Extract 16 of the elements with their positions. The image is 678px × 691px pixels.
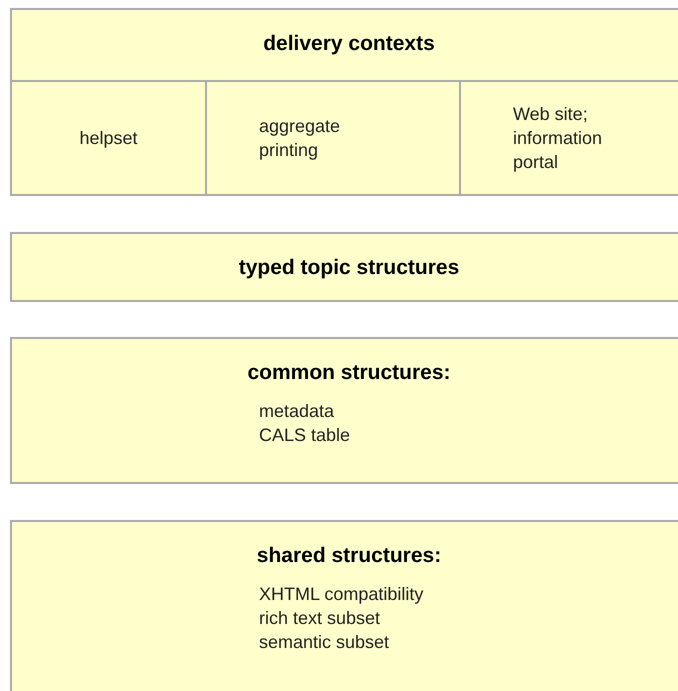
layer-panel [10,520,678,691]
layer-heading: delivery contexts [263,32,435,56]
layer-panel [10,8,678,196]
list-item: semantic subset [259,631,390,654]
list-item: metadata [259,400,334,423]
layer-panel [10,232,678,302]
layer-panel [10,337,678,484]
context-panel: aggregate printing [205,80,459,194]
layer-heading: shared structures: [256,544,442,568]
context-panel: Web site; information portal [459,80,678,194]
layer-heading: typed topic structures [238,256,460,280]
context-panel: helpset [12,80,205,194]
list-item: rich text subset [259,607,380,630]
list-item: CALS table [259,424,350,447]
layer-heading: common structures: [247,361,451,385]
list-item: XHTML compatibility [259,583,424,606]
